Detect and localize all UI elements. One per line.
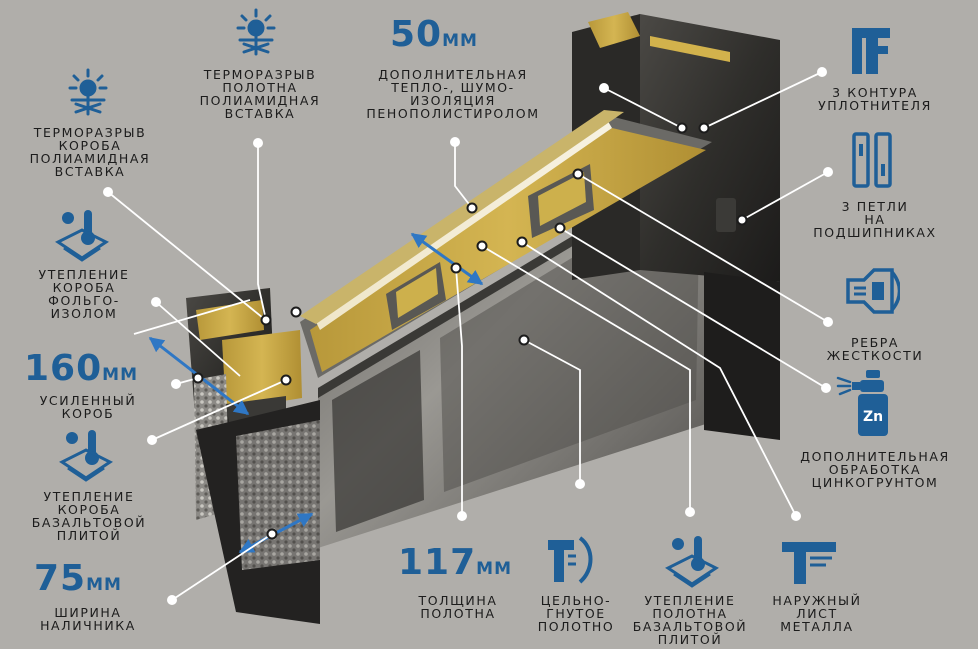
snowflake-icon: [236, 8, 276, 56]
label-leaf-basalt: УТЕПЛЕНИЕ ПОЛОТНА БАЗАЛЬТОВОЙ ПЛИТОЙ: [632, 593, 748, 647]
label-thermal-break-frame: ТЕРМОРАЗРЫВ КОРОБА ПОЛИАМИДНАЯ ВСТАВКА: [29, 125, 151, 179]
dimension-75mm: 75ММ: [34, 558, 122, 599]
bent-leaf-icon: [548, 536, 593, 584]
hinge-detail: [716, 198, 736, 232]
label-zinc-primer: ДОПОЛНИТЕЛЬНАЯ ОБРАБОТКА ЦИНКОГРУНТОМ: [800, 449, 950, 490]
leader-casing: [171, 533, 273, 601]
leader-extra-insulation: [454, 142, 473, 209]
metal-sheet-icon: [782, 542, 836, 584]
leader-zinc: [559, 227, 827, 389]
leader-thermal-break-leaf: [257, 143, 267, 321]
arrow-50mm: [410, 232, 484, 286]
dimension-value: 50: [390, 14, 443, 55]
label-hinges: 3 ПЕТЛИ НА ПОДШИПНИКАХ: [813, 199, 937, 240]
dimension-value: 75: [34, 558, 87, 599]
frame-left-post: [186, 288, 320, 624]
target-dots: [192, 122, 748, 540]
dimension-value: 160: [24, 348, 103, 389]
zinc-symbol: Zn: [863, 409, 883, 425]
label-outer-sheet: НАРУЖНЫЙ ЛИСТ МЕТАЛЛА: [772, 593, 862, 634]
seal-profile-icon: [852, 28, 890, 74]
label-frame-foil: УТЕПЛЕНИЕ КОРОБА ФОЛЬГО- ИЗОЛОМ: [38, 267, 130, 321]
leader-seal-a: [603, 87, 683, 129]
dimension-guide-line: [133, 299, 251, 335]
callout-lines: [107, 71, 829, 601]
dimension-unit: ММ: [442, 31, 478, 51]
label-leaf-thickness: ТОЛЩИНА ПОЛОТНА: [418, 593, 498, 621]
leader-frame-basalt: [151, 379, 287, 441]
leader-seal-b: [703, 71, 823, 129]
leader-leaf-basalt: [481, 245, 691, 512]
label-casing-width: ШИРИНА НАЛИЧНИКА: [40, 605, 136, 633]
dimension-value: 117: [398, 542, 477, 583]
leader-frame-foil: [155, 301, 241, 377]
stiffener-rib-icon: [846, 268, 900, 314]
thermometer-insulation-icon: [665, 536, 719, 588]
leader-stiffeners: [577, 173, 829, 323]
label-thermal-break-leaf: ТЕРМОРАЗРЫВ ПОЛОТНА ПОЛИАМИДНАЯ ВСТАВКА: [199, 67, 321, 121]
dimension-unit: ММ: [102, 365, 138, 385]
dimension-50mm: 50ММ: [390, 14, 478, 55]
leader-outer-sheet: [521, 241, 797, 517]
dimension-117mm: 117ММ: [398, 542, 512, 583]
label-frame-basalt: УТЕПЛЕНИЕ КОРОБА БАЗАЛЬТОВОЙ ПЛИТОЙ: [31, 489, 147, 543]
label-seal-contours: 3 КОНТУРА УПЛОТНИТЕЛЯ: [818, 85, 932, 113]
hinge-icon: [852, 132, 892, 188]
dimension-unit: ММ: [476, 559, 512, 579]
leader-hinges: [741, 171, 829, 221]
dimension-unit: ММ: [86, 575, 122, 595]
dimension-160mm: 160ММ: [24, 348, 138, 389]
thermometer-insulation-icon: [59, 430, 113, 482]
leader-thermal-break-frame: [107, 191, 269, 323]
callout-dots: [103, 67, 833, 605]
zinc-spray-icon: Zn: [836, 370, 888, 436]
thermometer-insulation-icon: [55, 210, 109, 262]
label-extra-insulation: ДОПОЛНИТЕЛЬНАЯ ТЕПЛО-, ШУМО- ИЗОЛЯЦИЯ ПЕ…: [366, 67, 540, 121]
label-stiffeners: РЕБРА ЖЕСТКОСТИ: [826, 335, 924, 363]
leader-leaf-thickness: [455, 267, 463, 516]
leaf-insulation: [300, 110, 712, 378]
label-reinforced-frame: УСИЛЕННЫЙ КОРОБ: [39, 393, 137, 421]
leader-bent-leaf: [523, 339, 581, 484]
snowflake-icon: [68, 68, 108, 116]
label-bent-leaf: ЦЕЛЬНО- ГНУТОЕ ПОЛОТНО: [537, 593, 615, 634]
